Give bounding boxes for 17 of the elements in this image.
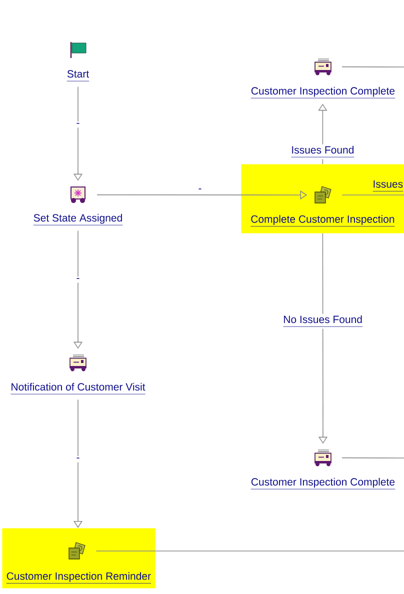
connector-line — [342, 194, 404, 196]
edge-label: - — [74, 456, 82, 462]
edge-label: No Issues Found — [282, 314, 364, 329]
edge-label: Issues — [372, 180, 404, 192]
step-link: Set State Assigned — [33, 214, 123, 226]
connector-line — [342, 66, 404, 68]
edge-label: Issues Found — [290, 144, 356, 160]
connector-line — [96, 550, 404, 552]
edge-label: - — [74, 276, 82, 283]
highlighted-step: Customer Inspection Reminder — [2, 528, 156, 588]
edge-label: - — [198, 188, 202, 190]
step-link: Customer Inspection Complete — [250, 86, 396, 98]
connector-line — [342, 457, 404, 458]
edge-label: - — [74, 121, 82, 128]
step-link: Notification of Customer Visit — [10, 382, 146, 394]
step-link: Start — [66, 70, 90, 82]
step-link: Customer Inspection Complete — [250, 478, 396, 490]
